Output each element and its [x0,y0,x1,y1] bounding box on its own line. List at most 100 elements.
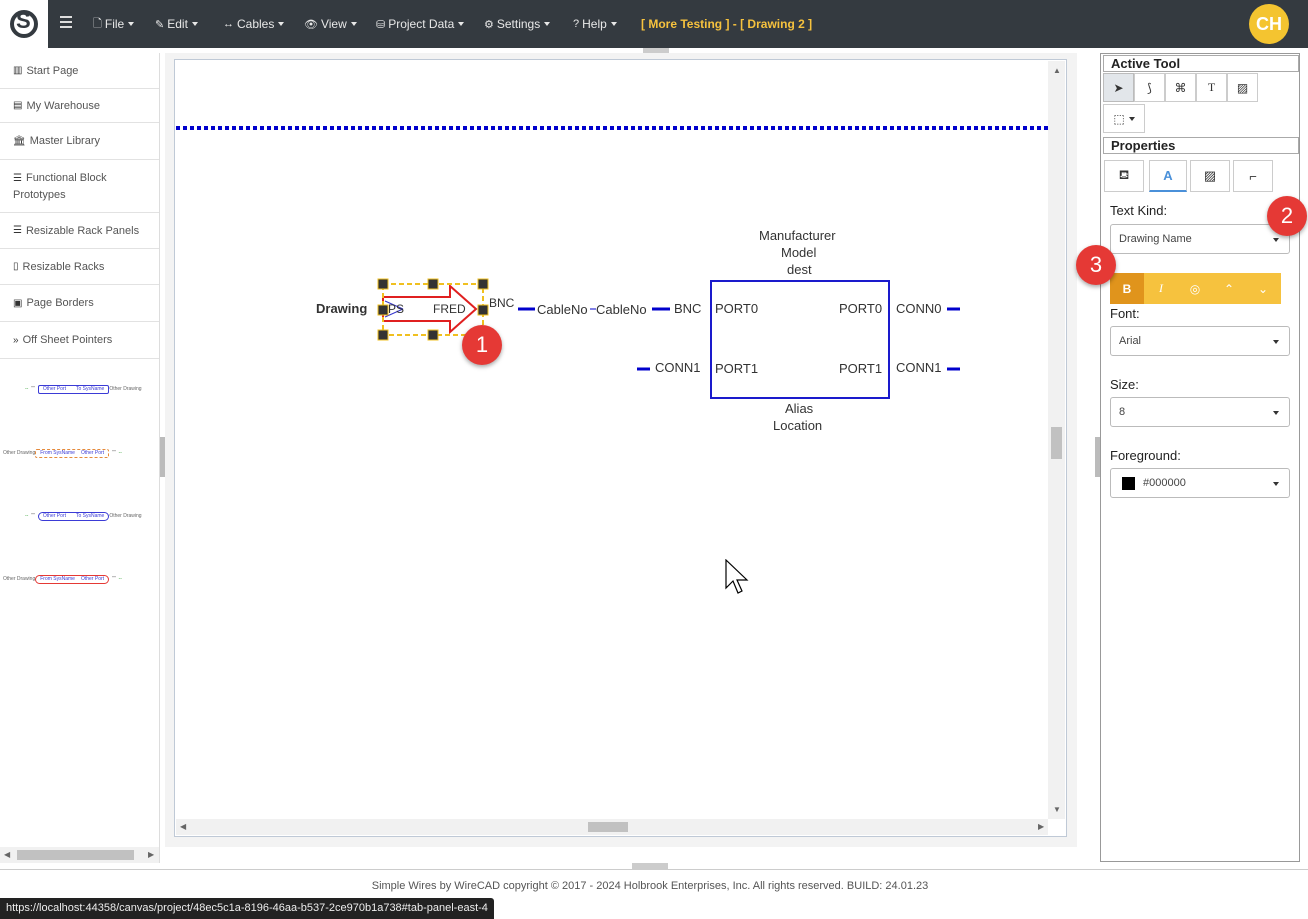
pointer-name-label: FRED [433,302,466,316]
resize-handle[interactable] [427,329,439,341]
annotation-badge-3: 3 [1076,245,1116,285]
gear-icon: ⚙ [484,18,494,31]
sidebar-item-resizable-rack-panels[interactable]: ☰Resizable Rack Panels [0,213,159,249]
resize-handle[interactable] [477,304,489,316]
annotation-badge-1: 1 [462,325,502,365]
select-tool-button[interactable]: ➤ [1103,73,1134,102]
resize-handle[interactable] [377,329,389,341]
scroll-right-icon[interactable]: ▶ [148,850,155,859]
copyright-text: Simple Wires by WireCAD copyright © 2017… [371,880,929,892]
bottom-resize-handle[interactable] [632,863,668,869]
bold-button[interactable]: B [1110,273,1144,304]
resize-handle[interactable] [477,278,489,290]
tab-image[interactable]: ▨ [1190,160,1230,192]
menu-edit[interactable]: ✎Edit [155,0,198,48]
active-tool-header: Active Tool [1103,55,1299,72]
pointer-connector-label: BNC [489,296,515,310]
sidebar-item-off-sheet-pointers[interactable]: »Off Sheet Pointers [0,322,159,359]
rack-panel-icon: ☰ [13,225,22,236]
image-tool-button[interactable]: ▨ [1227,73,1258,102]
scroll-left-icon[interactable]: ◀ [180,822,187,831]
scroll-right-icon[interactable]: ▶ [1038,822,1045,831]
caret-down-icon [610,22,617,26]
cable-label-b[interactable]: CableNo [596,302,647,317]
size-select[interactable]: 8 [1110,397,1290,427]
device-port[interactable]: PORT0 [839,301,883,316]
resize-handle[interactable] [377,278,389,290]
right-split-handle[interactable] [1095,437,1100,477]
menu-settings[interactable]: ⚙Settings [484,0,551,48]
sidebar-item-page-borders[interactable]: ▣Page Borders [0,285,159,322]
italic-button[interactable]: I [1144,273,1178,304]
chevron-down-icon: ⌄ [1257,281,1269,296]
scroll-up-icon[interactable]: ▲ [1053,66,1061,75]
sidebar-item-start-page[interactable]: ▥Start Page [0,53,159,89]
menu-project-data[interactable]: ⛁Project Data [376,0,465,48]
drawing-name-label[interactable]: Drawing [316,301,368,316]
caret-down-icon [1273,411,1279,415]
mouse-cursor-icon [725,559,749,594]
tab-text[interactable]: A [1149,160,1187,192]
text-tool-button[interactable]: T [1196,73,1227,102]
shapes-dropdown-button[interactable]: ⬚ [1103,104,1145,133]
scrollbar-thumb[interactable] [588,822,628,832]
device-box[interactable] [710,280,890,399]
database-icon: ⛁ [376,18,386,31]
text-kind-select[interactable]: Drawing Name [1110,224,1290,254]
arrows-h-icon: ↔ [223,18,234,30]
sidebar-item-master-library[interactable]: 🏛Master Library [0,123,159,160]
tab-line[interactable]: ⌐ [1233,160,1273,192]
top-resize-handle[interactable] [643,48,669,53]
move-up-button[interactable]: ⌃ [1212,273,1246,304]
sidebar-item-my-warehouse[interactable]: ▤My Warehouse [0,89,159,123]
move-down-button[interactable]: ⌄ [1246,273,1280,304]
canvas-vertical-scrollbar[interactable]: ▲ ▼ [1048,61,1065,819]
sidebar-item-functional-block-prototypes[interactable]: ☰Functional Block Prototypes [0,160,159,213]
device-port[interactable]: PORT1 [715,361,759,376]
app-logo[interactable] [0,0,48,48]
device-model: Model [781,245,817,260]
off-sheet-pointer-shape[interactable] [382,283,478,335]
device-port[interactable]: PORT1 [839,361,883,376]
paint-bucket-icon: ⛾ [1118,167,1130,182]
menu-cables[interactable]: ↔Cables [223,0,285,48]
cable-label-a[interactable]: CableNo [537,302,588,317]
pointer-icon: ➤ [1113,80,1124,95]
connector-label: CONN1 [655,360,701,375]
canvas-horizontal-scrollbar[interactable]: ◀ ▶ [176,819,1048,835]
sidebar-item-resizable-racks[interactable]: ▯Resizable Racks [0,249,159,285]
device-port[interactable]: PORT0 [715,301,759,316]
wire-tool-button[interactable]: ⟆ [1134,73,1165,102]
caret-down-icon [544,22,551,26]
scroll-down-icon[interactable]: ▼ [1053,805,1061,814]
project-title: [ More Testing ] - [ Drawing 2 ] [641,17,813,31]
font-select[interactable]: Arial [1110,326,1290,356]
node-tool-button[interactable]: ⌘ [1165,73,1196,102]
caret-down-icon [191,22,198,26]
left-split-handle[interactable] [160,437,165,477]
eye-slash-icon: ◎ [1189,281,1201,296]
scrollbar-thumb[interactable] [17,850,134,860]
menu-file[interactable]: 🗋File [93,0,135,48]
resize-handle[interactable] [427,278,439,290]
drawing-canvas[interactable]: Drawing PS FRED BNC CableNo CableNo BNC … [176,61,1048,819]
sidebar-horizontal-scrollbar[interactable]: ◀ ▶ [0,847,159,863]
hide-button[interactable]: ◎ [1178,273,1212,304]
resize-handle[interactable] [377,304,389,316]
foreground-select[interactable]: #000000 [1110,468,1290,498]
avatar[interactable]: CH [1249,4,1289,44]
hamburger-icon[interactable] [60,16,72,28]
tab-fill[interactable]: ⛾ [1104,160,1144,192]
edit-icon: ✎ [155,18,165,31]
shapes-icon: ⬚ [1113,111,1125,126]
menu-help[interactable]: ?Help [573,0,617,48]
menu-view[interactable]: 👁View [304,0,357,48]
italic-icon: I [1159,281,1163,295]
scroll-left-icon[interactable]: ◀ [4,850,11,859]
scrollbar-thumb[interactable] [1051,427,1062,459]
annotation-badge-2: 2 [1267,196,1307,236]
